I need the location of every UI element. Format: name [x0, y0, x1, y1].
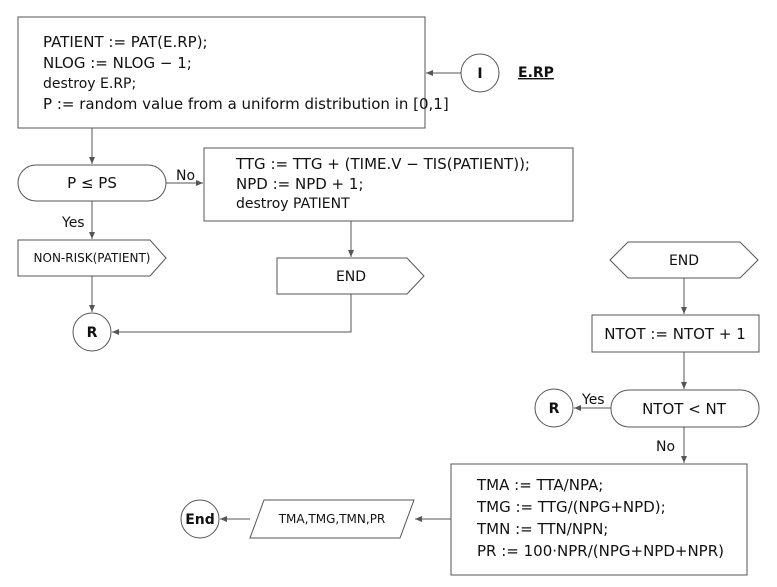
end-mid-label: END: [336, 269, 366, 285]
output-io-shape: [249, 499, 415, 539]
erp-line-1: PATIENT := PAT(E.RP);: [43, 33, 208, 51]
erp-process-box: [17, 16, 426, 129]
end-mid-shape: [276, 257, 425, 295]
output-io-label: TMA,TMG,TMN,PR: [278, 512, 386, 526]
tma-line-1: TMA := TTA/NPA;: [476, 476, 603, 494]
erp-line-4: P := random value from a uniform distrib…: [43, 95, 449, 113]
end-right-label: END: [669, 253, 699, 269]
nonrisk-event-shape: [17, 239, 167, 277]
label-no-bottom: No: [656, 439, 675, 455]
ttg-line-1: TTG := TTG + (TIME.V − TIS(PATIENT));: [235, 155, 530, 173]
label-yes-left: Yes: [61, 215, 85, 231]
erp-event-label: E.RP: [518, 65, 554, 81]
erp-line-2: NLOG := NLOG − 1;: [43, 54, 192, 72]
terminal-end: [180, 499, 220, 539]
terminal-end-label: End: [185, 512, 215, 528]
connector-r-left-label: R: [87, 325, 98, 341]
erp-line-3: destroy E.RP;: [43, 76, 136, 92]
tma-process-box: [450, 463, 748, 576]
tma-line-3: TMN := TTN/NPN;: [476, 520, 608, 538]
arrow-end-to-r: [112, 294, 352, 335]
nonrisk-label: NON-RISK(PATIENT): [34, 251, 151, 265]
connector-r-right: [534, 388, 574, 428]
tma-line-4: PR := 100·NPR/(NPG+NPD+NPR): [477, 542, 724, 560]
connector-r-right-label: R: [549, 401, 560, 417]
ttg-line-2: NPD := NPD + 1;: [236, 175, 364, 193]
ttg-process-box: [203, 147, 574, 222]
tma-line-2: TMG := TTG/(NPG+NPD);: [476, 498, 666, 516]
label-yes-right: Yes: [581, 392, 605, 408]
end-right-shape: [609, 241, 759, 279]
label-no-top: No: [176, 168, 195, 184]
ntot-update-label: NTOT := NTOT + 1: [604, 325, 746, 343]
ntot-process-box: [591, 314, 760, 353]
connector-i-label: I: [477, 66, 482, 82]
decision-ntot-label: NTOT < NT: [642, 400, 727, 418]
decision-p-label: P ≤ PS: [67, 174, 117, 192]
connector-r-left: [72, 312, 112, 352]
ttg-line-3: destroy PATIENT: [236, 196, 350, 212]
